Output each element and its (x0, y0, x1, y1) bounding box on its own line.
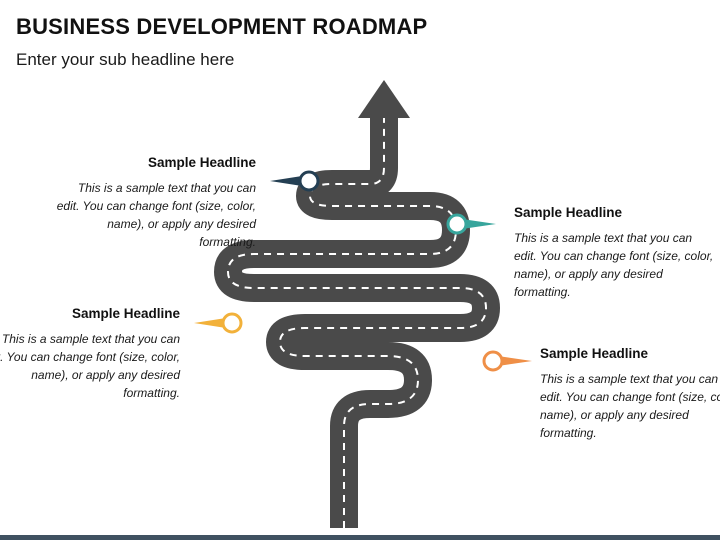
road-lane-markings (226, 118, 488, 528)
milestone-pin-2 (446, 213, 496, 235)
milestone-text: This is a sample text that you can edit.… (0, 332, 180, 400)
milestone-headline: Sample Headline (147, 155, 256, 170)
milestone-callout-4: Sample Headline This is a sample text th… (540, 346, 720, 442)
milestone-headline: Sample Headline (540, 346, 649, 361)
milestone-text: This is a sample text that you can edit.… (514, 231, 714, 299)
milestone-pin-4 (482, 350, 532, 372)
road (214, 118, 500, 528)
footer-bar (0, 535, 720, 540)
road-arrow-head-icon (358, 80, 410, 118)
milestone-callout-2: Sample Headline This is a sample text th… (514, 205, 714, 301)
milestone-text: This is a sample text that you can edit.… (56, 181, 256, 249)
page-title: BUSINESS DEVELOPMENT ROADMAP (16, 14, 428, 39)
page-subtitle: Enter your sub headline here (16, 50, 235, 69)
milestone-text: This is a sample text that you can edit.… (540, 372, 720, 440)
milestone-headline: Sample Headline (71, 306, 180, 321)
milestone-headline: Sample Headline (514, 205, 623, 220)
milestone-pin-1 (270, 170, 320, 192)
milestone-callout-3: Sample Headline This is a sample text th… (0, 306, 180, 402)
milestone-callout-1: Sample Headline This is a sample text th… (56, 155, 256, 251)
milestone-pin-3 (194, 312, 243, 334)
